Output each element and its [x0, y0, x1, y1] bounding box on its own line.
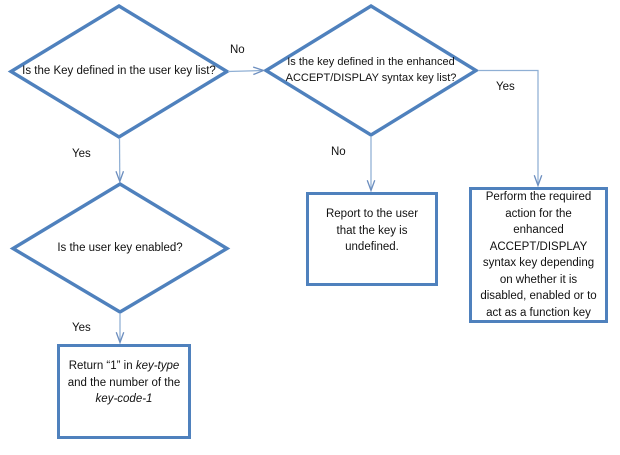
- edge-label-yes-enhanced: Yes: [496, 81, 515, 93]
- edge-label-yes-enabled: Yes: [72, 322, 91, 334]
- return-text-part-1: Return “1” in: [68, 360, 136, 372]
- decision-enhanced-key-defined-label: Is the key defined in the enhanced ACCEP…: [285, 56, 457, 84]
- decision-user-key-enabled-label: Is the user key enabled?: [57, 241, 183, 254]
- return-text-part-2: and the number of the: [67, 376, 181, 389]
- process-perform-action-label: Perform the required action for the enha…: [480, 191, 597, 319]
- edge-label-no-userkey: No: [230, 44, 245, 56]
- decision-user-key-defined[interactable]: Is the Key defined in the user key list?: [10, 5, 228, 138]
- edge-label-yes-userkey: Yes: [72, 148, 91, 160]
- diamond-outline-user-key-enabled: [9, 182, 231, 314]
- process-return-keytype-label: Return “1” in key-type and the number of…: [60, 347, 188, 408]
- return-text-keytype: key-type: [135, 360, 180, 372]
- process-report-undefined-label: Report to the user that the key is undef…: [325, 208, 419, 253]
- process-perform-action[interactable]: Perform the required action for the enha…: [469, 187, 608, 323]
- decision-enhanced-key-defined[interactable]: Is the key defined in the enhanced ACCEP…: [265, 5, 477, 135]
- process-report-undefined[interactable]: Report to the user that the key is undef…: [306, 192, 438, 286]
- connector-no-to-enhanced: [227, 71, 263, 72]
- diamond-outline-enhanced-key-defined: [262, 4, 480, 137]
- decision-user-key-enabled[interactable]: Is the user key enabled?: [12, 183, 228, 313]
- diamond-outline-user-key-defined: [7, 4, 231, 139]
- edge-label-no-enhanced: No: [331, 146, 346, 158]
- connector-yes-to-perform: [478, 69, 538, 186]
- return-text-keycode: key-code-1: [95, 393, 153, 405]
- decision-user-key-defined-label: Is the Key defined in the user key list?: [22, 65, 216, 78]
- process-return-keytype[interactable]: Return “1” in key-type and the number of…: [57, 344, 191, 439]
